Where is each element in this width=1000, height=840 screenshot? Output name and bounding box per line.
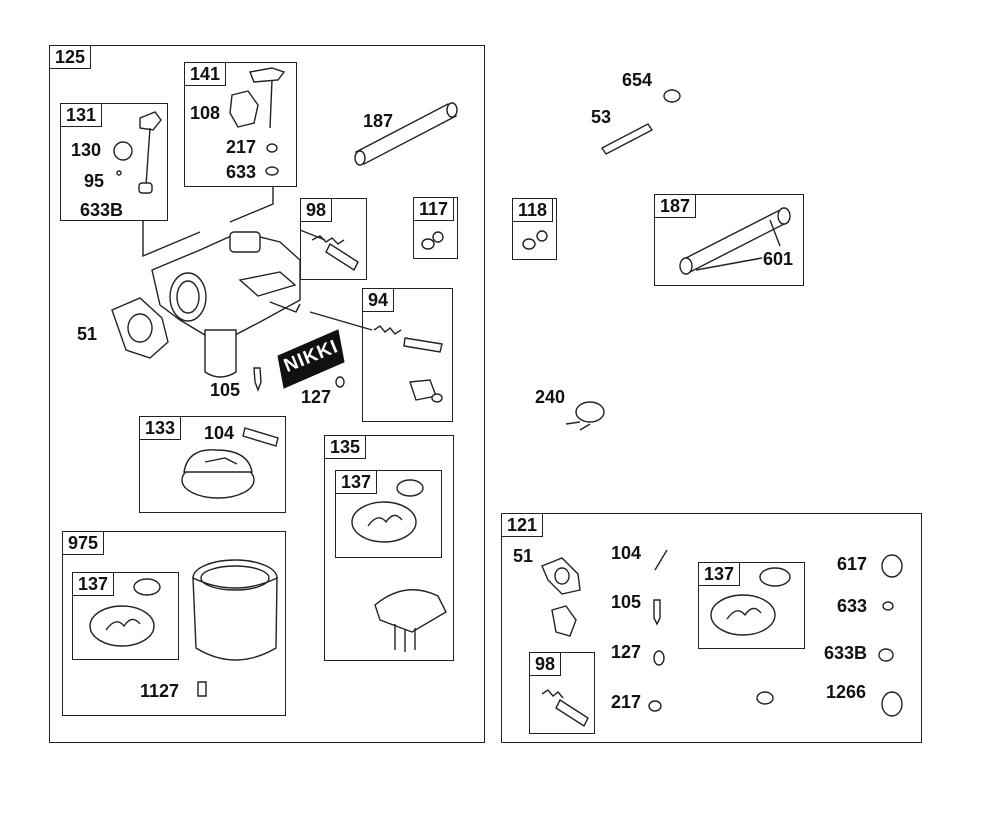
part-label-127-b: 127	[611, 642, 642, 662]
kit-tag-131: 131	[60, 103, 103, 127]
part-label-127-a: 127	[301, 387, 332, 407]
kit-box-133: 133	[139, 416, 286, 513]
screw-1127-part	[198, 682, 206, 696]
gasket-part	[112, 298, 168, 358]
carburetor-body-part	[152, 232, 300, 377]
part-label-633-b: 633	[837, 596, 868, 616]
inlet-needle-part	[254, 368, 261, 390]
primer-part	[566, 402, 604, 430]
float-bowl-part	[193, 560, 277, 660]
seal-part	[336, 377, 344, 387]
nut-654-part	[664, 90, 680, 102]
part-label-633b-a: 633B	[80, 200, 124, 220]
kit-box-975: 975	[62, 531, 286, 716]
kit-121-small-part	[757, 692, 773, 704]
nikki-decal	[278, 330, 344, 388]
kit-box-137-in-135: 137	[335, 470, 442, 558]
fuel-tube-part	[355, 103, 457, 165]
part-label-1127: 1127	[140, 681, 180, 701]
assembly-tag-125: 125	[49, 45, 92, 69]
kit-tag-141: 141	[184, 62, 227, 86]
part-label-95: 95	[84, 171, 105, 191]
kit-box-131: 131	[60, 103, 168, 221]
kit-tag-117: 117	[413, 197, 455, 221]
leader-131	[143, 221, 200, 256]
kit-121-idle-screw-part	[542, 690, 588, 726]
part-label-217-a: 217	[226, 137, 257, 157]
oring-617-part	[882, 555, 902, 577]
part-label-1266: 1266	[826, 682, 867, 702]
kit-box-121: 121	[501, 513, 922, 743]
kit-box-137-in-975: 137	[72, 572, 179, 660]
fitting-118-part	[523, 231, 547, 249]
kit-121-gasket-part	[542, 558, 580, 636]
kit-tag-137-in-121: 137	[698, 562, 741, 586]
throttle-shaft-part	[230, 68, 284, 175]
kit-tag-94: 94	[362, 288, 395, 312]
choke-shaft-part	[114, 112, 161, 193]
idle-screw-part	[312, 236, 358, 270]
kit-tag-135: 135	[324, 435, 367, 459]
part-label-51-b: 51	[513, 546, 534, 566]
part-label-240: 240	[535, 387, 566, 407]
kit-121-needle-part	[654, 600, 660, 624]
part-label-130: 130	[71, 140, 102, 160]
kit-box-117: 117	[413, 197, 458, 259]
part-label-108: 108	[190, 103, 221, 123]
part-label-105-a: 105	[210, 380, 241, 400]
kit-121-seal-part	[654, 651, 664, 665]
mixture-screw-part	[374, 326, 442, 402]
leader-98	[300, 230, 325, 240]
kit-tag-118: 118	[512, 198, 554, 222]
shaft-53-part	[602, 124, 652, 154]
gasket-kit-137-art-a	[352, 480, 423, 542]
assembly-box-125: 125	[49, 45, 485, 743]
part-label-104-b: 104	[611, 543, 642, 563]
kit-box-137-in-121: 137	[698, 562, 805, 649]
float-part	[182, 428, 278, 498]
part-label-187-a: 187	[363, 111, 394, 131]
part-label-53: 53	[591, 107, 612, 127]
kit-tag-137-in-975: 137	[72, 572, 115, 596]
part-label-601: 601	[763, 249, 794, 269]
washer-633b-part	[879, 649, 893, 661]
kit-box-98-in-121: 98	[529, 652, 595, 734]
kit-box-98-top: 98	[300, 198, 367, 280]
diaphragm-plate-part	[375, 590, 446, 652]
gasket-kit-137-art-c	[711, 568, 790, 635]
part-label-654: 654	[622, 70, 653, 90]
gasket-kit-137-art-b	[90, 579, 160, 646]
part-label-633b-b: 633B	[824, 643, 868, 663]
leader-94	[310, 312, 372, 330]
kit-tag-137-in-135: 137	[335, 470, 378, 494]
part-label-217-b: 217	[611, 692, 642, 712]
kit-tag-187: 187	[654, 194, 697, 218]
kit-box-135: 135	[324, 435, 454, 661]
kit-121-pin-part	[655, 550, 667, 570]
kit-box-141: 141	[184, 62, 297, 187]
leader-141	[230, 187, 273, 222]
kit-tag-121: 121	[501, 513, 544, 537]
oring-1266-part	[882, 692, 902, 716]
kit-tag-133: 133	[139, 416, 182, 440]
part-label-617: 617	[837, 554, 868, 574]
kit-box-118: 118	[512, 198, 557, 260]
kit-tag-98-top: 98	[300, 198, 333, 222]
kit-121-plug-part	[649, 701, 661, 711]
washer-633-part	[883, 602, 893, 610]
kit-tag-98-in-121: 98	[529, 652, 562, 676]
part-label-104-a: 104	[204, 423, 235, 443]
part-label-633-a: 633	[226, 162, 257, 182]
part-label-51-a: 51	[77, 324, 98, 344]
fuel-tube-kit-part	[680, 208, 790, 274]
kit-tag-975: 975	[62, 531, 105, 555]
part-label-105-b: 105	[611, 592, 642, 612]
kit-box-94: 94	[362, 288, 453, 422]
kit-box-187: 187	[654, 194, 804, 286]
fitting-117-part	[422, 232, 443, 249]
